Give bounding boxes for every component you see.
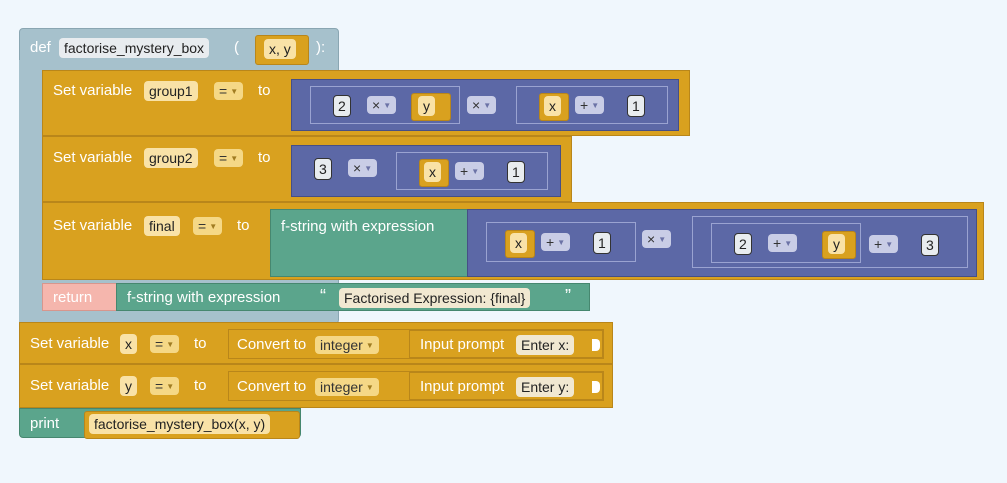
params-field[interactable]: x, y: [264, 39, 296, 59]
assign-op-dropdown[interactable]: =▼: [150, 335, 180, 353]
plus-dropdown[interactable]: +▼: [575, 96, 605, 114]
mid-times-dropdown[interactable]: ×▼: [642, 230, 672, 248]
var-x-block[interactable]: x: [505, 230, 535, 258]
group1-expression[interactable]: 2 ×▼ y ×▼ x +▼ 1: [291, 79, 679, 131]
set-variable-label: Set variable: [53, 217, 133, 234]
set-variable-label: Set variable: [30, 335, 110, 352]
times-dropdown[interactable]: ×▼: [367, 96, 397, 114]
to-label: to: [237, 217, 250, 234]
number-1[interactable]: 1: [593, 232, 611, 254]
mid-times-dropdown[interactable]: ×▼: [467, 96, 497, 114]
def-spine: [19, 60, 43, 324]
input-prompt-block[interactable]: Input prompt Enter y:: [409, 372, 603, 400]
number-1[interactable]: 1: [627, 95, 645, 117]
input-prompt-label: Input prompt: [420, 378, 505, 395]
var-y-block[interactable]: y: [411, 93, 451, 121]
close-quote: ”: [565, 286, 571, 306]
function-name-field[interactable]: factorise_mystery_box: [59, 38, 210, 58]
plus-dropdown[interactable]: +▼: [768, 234, 798, 252]
final-fstring-block[interactable]: f-string with expression: [270, 209, 470, 277]
to-label: to: [194, 335, 207, 352]
assign-op-dropdown[interactable]: =▼: [214, 149, 244, 167]
set-x-block[interactable]: Set variable x =▼ to Convert to integer▼…: [19, 322, 613, 364]
params-block[interactable]: x, y: [255, 35, 309, 65]
type-dropdown[interactable]: integer▼: [315, 336, 379, 354]
final-name-field[interactable]: final: [144, 216, 180, 236]
group1-name-field[interactable]: group1: [144, 81, 198, 101]
var-y[interactable]: y: [418, 96, 435, 116]
number-3[interactable]: 3: [921, 234, 939, 256]
fstring-label: f-string with expression: [281, 218, 435, 235]
input-prompt-label: Input prompt: [420, 336, 505, 353]
prompt-text-field[interactable]: Enter y:: [516, 377, 575, 397]
convert-label: Convert to: [237, 336, 307, 353]
final-inner-sum[interactable]: 2 +▼ y: [711, 223, 861, 263]
set-group2-block[interactable]: Set variable group2 =▼ to 3 ×▼ x +▼ 1: [42, 136, 572, 202]
group2-factor[interactable]: x +▼ 1: [396, 152, 548, 190]
set-group1-block[interactable]: Set variable group1 =▼ to 2 ×▼ y ×▼ x +▼…: [42, 70, 690, 136]
convert-label: Convert to: [237, 378, 307, 395]
to-label: to: [194, 377, 207, 394]
group2-expression[interactable]: 3 ×▼ x +▼ 1: [291, 145, 561, 197]
call-field[interactable]: factorise_mystery_box(x, y): [89, 414, 271, 434]
text-end-icon: [592, 381, 600, 393]
print-block[interactable]: print factorise_mystery_box(x, y): [19, 408, 301, 439]
assign-op-dropdown[interactable]: =▼: [214, 82, 244, 100]
set-variable-label: Set variable: [30, 377, 110, 394]
number-3[interactable]: 3: [314, 158, 332, 180]
def-open-paren: (: [234, 39, 239, 56]
set-variable-label: Set variable: [53, 82, 133, 99]
set-variable-label: Set variable: [53, 149, 133, 166]
group1-right-factor[interactable]: x +▼ 1: [516, 86, 668, 124]
text-end-icon: [592, 339, 600, 351]
return-keyword: return: [53, 289, 93, 306]
final-right-factor[interactable]: 2 +▼ y +▼ 3: [692, 216, 968, 268]
plus-dropdown[interactable]: +▼: [455, 162, 485, 180]
var-y[interactable]: y: [828, 234, 845, 254]
assign-op-dropdown[interactable]: =▼: [193, 217, 223, 235]
to-label: to: [258, 82, 271, 99]
final-left-factor[interactable]: x +▼ 1: [486, 222, 636, 262]
y-name-field[interactable]: y: [120, 376, 137, 396]
print-keyword: print: [30, 415, 60, 432]
var-y-block[interactable]: y: [822, 231, 856, 259]
var-x-block[interactable]: x: [539, 93, 569, 121]
to-label: to: [258, 149, 271, 166]
return-fstring-block[interactable]: f-string with expression “ Factorised Ex…: [116, 283, 590, 311]
fstring-label: f-string with expression: [127, 289, 281, 306]
def-keyword: def: [30, 39, 51, 56]
x-name-field[interactable]: x: [120, 334, 137, 354]
prompt-text-field[interactable]: Enter x:: [516, 335, 575, 355]
set-final-block[interactable]: Set variable final =▼ to f-string with e…: [42, 202, 984, 280]
call-block[interactable]: factorise_mystery_box(x, y): [84, 411, 300, 439]
def-close-paren: ):: [316, 39, 326, 56]
final-expression[interactable]: x +▼ 1 ×▼ 2 +▼ y +▼ 3: [467, 209, 977, 277]
input-prompt-block[interactable]: Input prompt Enter x:: [409, 330, 603, 358]
number-2[interactable]: 2: [333, 95, 351, 117]
type-dropdown[interactable]: integer▼: [315, 378, 379, 396]
times-dropdown[interactable]: ×▼: [348, 159, 378, 177]
plus-dropdown[interactable]: +▼: [869, 235, 899, 253]
convert-block[interactable]: Convert to integer▼ Input prompt Enter x…: [228, 329, 604, 359]
assign-op-dropdown[interactable]: =▼: [150, 377, 180, 395]
convert-block[interactable]: Convert to integer▼ Input prompt Enter y…: [228, 371, 604, 401]
number-2[interactable]: 2: [734, 233, 752, 255]
var-x[interactable]: x: [544, 96, 561, 116]
plus-dropdown[interactable]: +▼: [541, 233, 571, 251]
var-x-block[interactable]: x: [419, 159, 449, 187]
set-y-block[interactable]: Set variable y =▼ to Convert to integer▼…: [19, 364, 613, 408]
group1-left-factor[interactable]: 2 ×▼ y: [310, 86, 460, 124]
open-quote: “: [320, 286, 326, 306]
group2-name-field[interactable]: group2: [144, 148, 198, 168]
fstring-text-field[interactable]: Factorised Expression: {final}: [339, 288, 531, 308]
number-1[interactable]: 1: [507, 161, 525, 183]
var-x[interactable]: x: [424, 162, 441, 182]
var-x[interactable]: x: [510, 233, 527, 253]
